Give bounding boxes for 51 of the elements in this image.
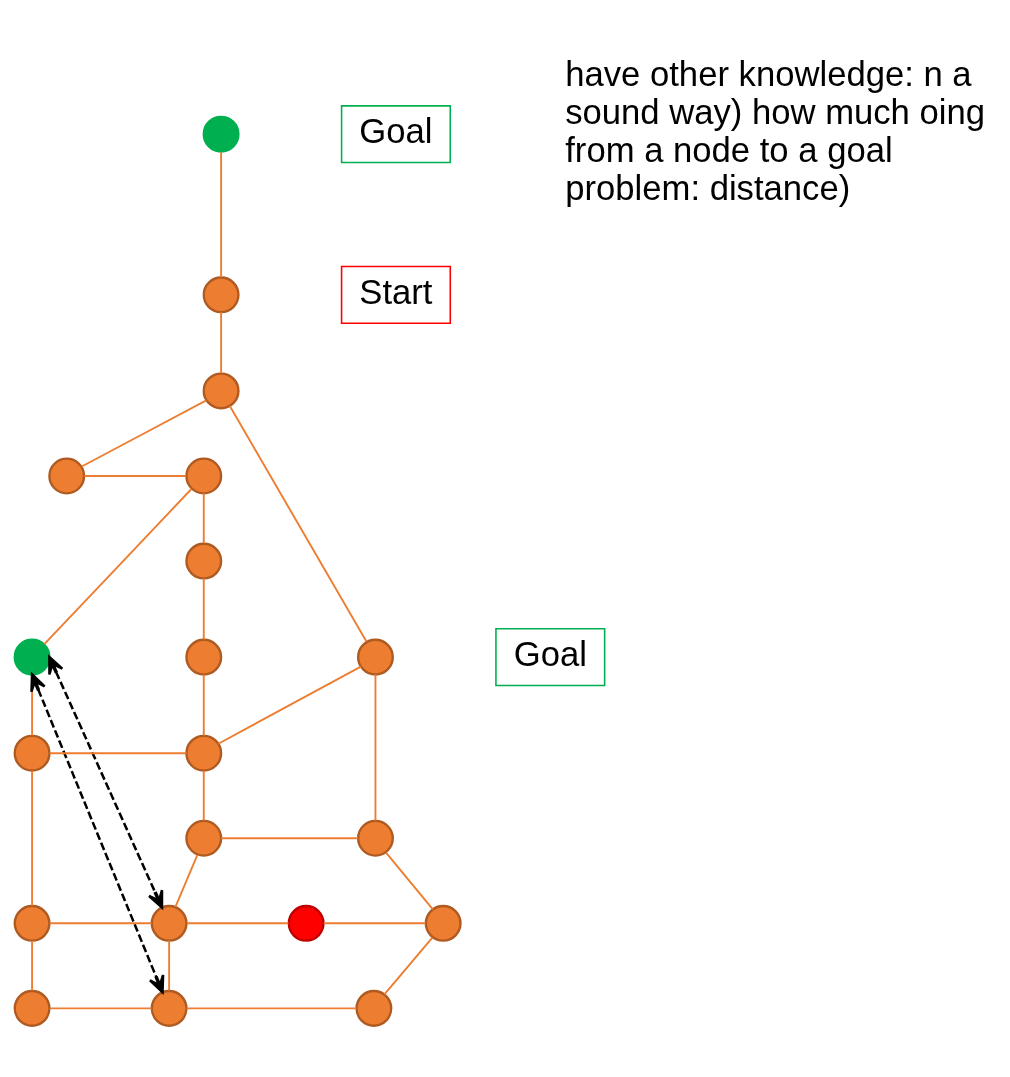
connector [202, 769, 205, 821]
connector [174, 853, 199, 908]
node-circle [185, 819, 223, 857]
node-circle [185, 542, 223, 580]
node-circle [13, 638, 51, 676]
node-circle [424, 904, 462, 942]
connector [228, 404, 368, 642]
connector [185, 921, 290, 924]
connector [220, 310, 223, 374]
connector [220, 150, 223, 278]
connector [385, 851, 434, 910]
node-circle [355, 989, 393, 1027]
connector [48, 921, 153, 924]
node-circle [287, 904, 325, 942]
node-box: Goal [340, 104, 452, 163]
connector [83, 474, 187, 477]
connector [202, 673, 205, 736]
connector [43, 487, 193, 645]
node-circle [48, 457, 86, 494]
node-box: Goal [495, 627, 606, 686]
arrow [48, 655, 164, 909]
connector [220, 836, 359, 839]
connector [374, 673, 377, 822]
node-circle [356, 638, 394, 676]
node-circle [185, 457, 223, 494]
node-circle [13, 734, 51, 772]
node-circle [13, 989, 51, 1027]
connector [202, 491, 205, 544]
node-circle [13, 904, 51, 942]
connector [322, 921, 427, 924]
node-circle [150, 989, 188, 1027]
node-circle [185, 734, 223, 772]
connector [80, 398, 208, 467]
connector [217, 665, 362, 745]
connector [383, 936, 434, 995]
label: have other knowledge: n a sound way) how much oing from a node to a goal problem: distance) [565, 54, 986, 207]
connector [48, 1006, 153, 1009]
connector [31, 769, 34, 907]
connector [202, 576, 205, 640]
node-box: Start [340, 265, 452, 324]
connector [168, 939, 171, 991]
node-circle [150, 904, 188, 942]
node-circle [185, 638, 223, 676]
node-circle [202, 115, 240, 153]
connector [31, 939, 34, 991]
node-circle [202, 275, 240, 313]
connector [185, 1006, 358, 1009]
arrow [30, 672, 165, 993]
connector [48, 751, 188, 754]
node-circle [202, 371, 240, 409]
node-circle [356, 819, 394, 857]
